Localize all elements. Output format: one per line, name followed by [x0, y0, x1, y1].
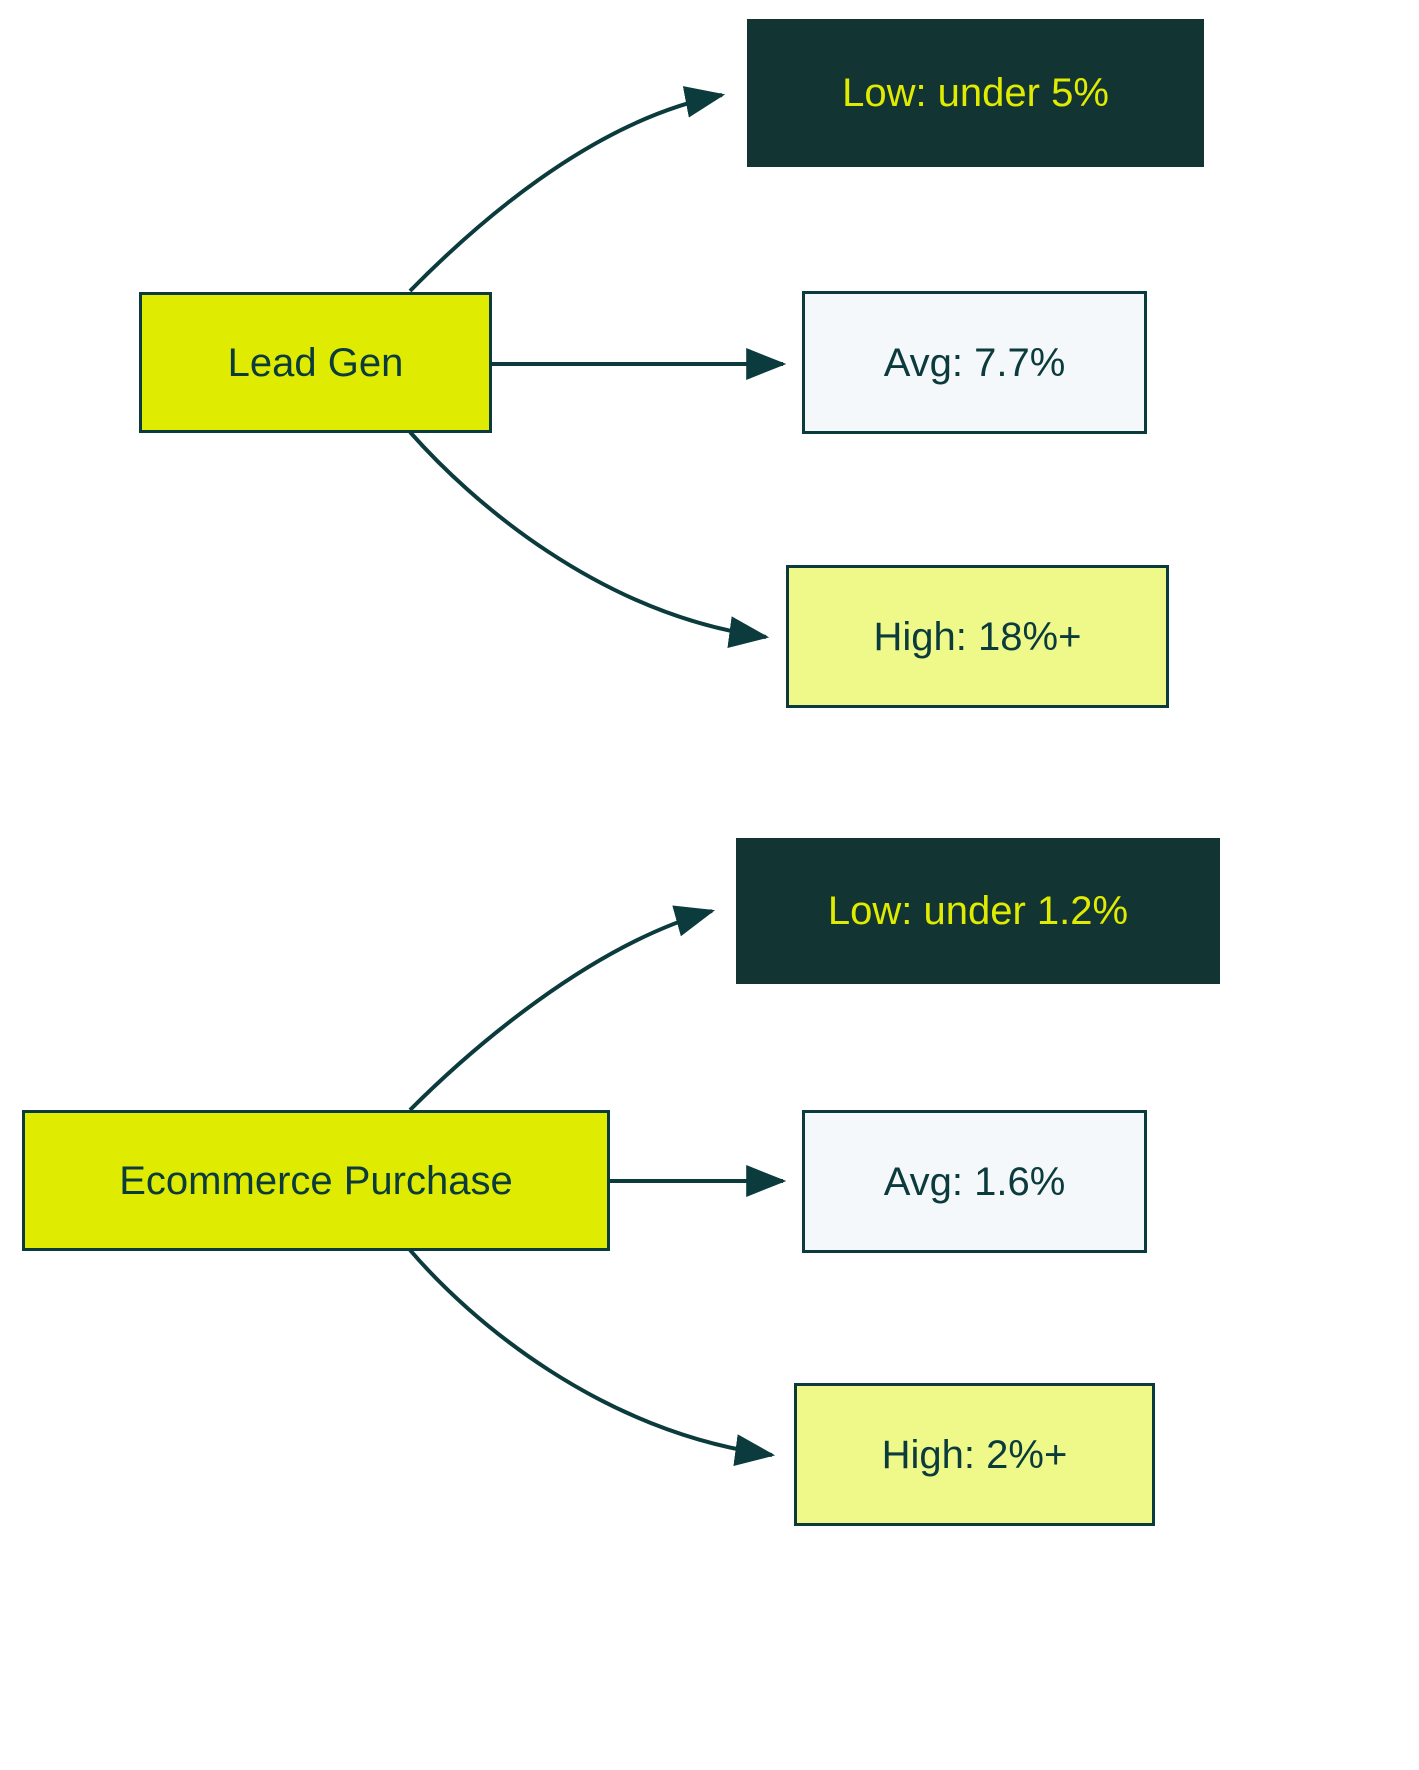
node-ecommerce-purchase-avg-label: Avg: 1.6% [883, 1159, 1066, 1204]
node-lead-gen-avg-label: Avg: 7.7% [883, 340, 1066, 385]
edge-lead-gen-to-high [408, 430, 770, 649]
node-ecommerce-purchase-low-label: Low: under 1.2% [827, 889, 1129, 933]
node-lead-gen-label: Lead Gen [227, 340, 404, 385]
node-lead-gen-high[interactable]: High: 18%+ [786, 565, 1169, 708]
node-ecommerce-purchase[interactable]: Ecommerce Purchase [22, 1110, 610, 1251]
node-ecommerce-purchase-high[interactable]: High: 2%+ [794, 1383, 1155, 1526]
node-lead-gen-low[interactable]: Low: under 5% [747, 19, 1204, 167]
node-lead-gen-high-label: High: 18%+ [873, 614, 1082, 659]
node-ecommerce-purchase-label: Ecommerce Purchase [119, 1158, 513, 1203]
node-ecommerce-purchase-low[interactable]: Low: under 1.2% [736, 838, 1220, 984]
node-ecommerce-purchase-avg[interactable]: Avg: 1.6% [802, 1110, 1147, 1253]
node-lead-gen[interactable]: Lead Gen [139, 292, 492, 433]
edge-ecommerce-purchase-to-low [408, 905, 716, 1112]
node-lead-gen-low-label: Low: under 5% [842, 71, 1109, 115]
node-lead-gen-avg[interactable]: Avg: 7.7% [802, 291, 1147, 434]
edge-ecommerce-purchase-to-high [408, 1248, 776, 1466]
node-ecommerce-purchase-high-label: High: 2%+ [881, 1432, 1068, 1477]
edge-lead-gen-to-low [408, 86, 726, 293]
